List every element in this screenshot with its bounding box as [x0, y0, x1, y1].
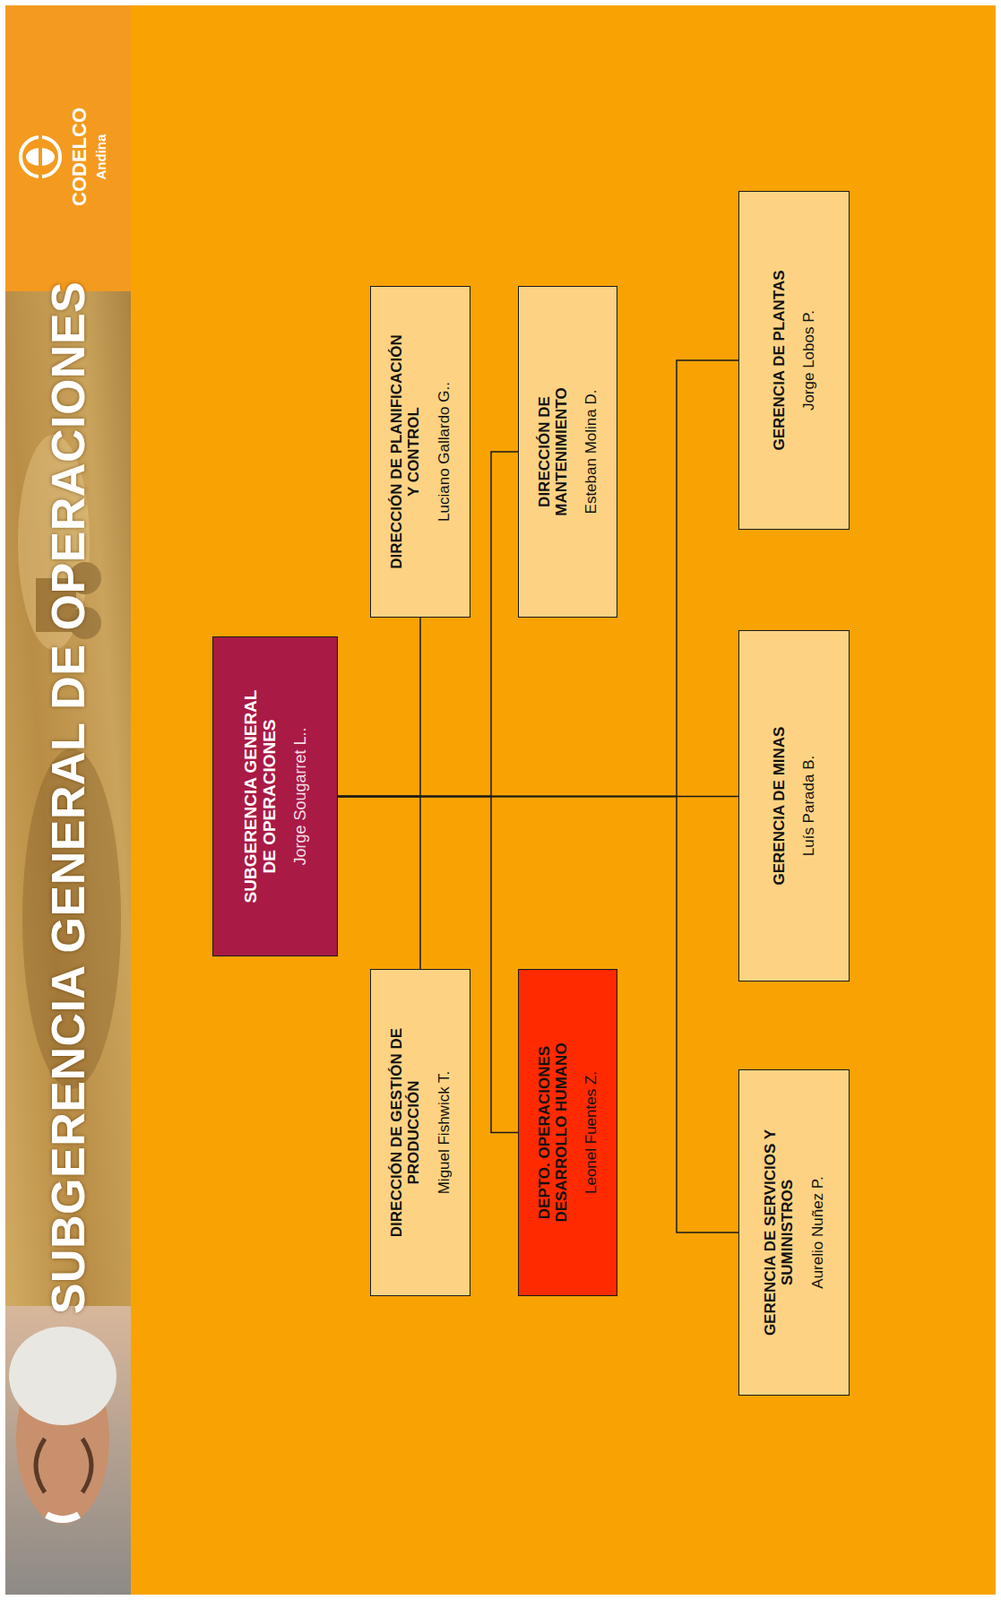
worker-photo — [5, 1305, 131, 1595]
unit-name: DIRECCIÓN DE GESTIÓN DE PRODUCCIÓN — [388, 998, 423, 1268]
unit-name: DEPTO. OPERACIONES DESARROLLO HUMANO — [535, 1026, 570, 1238]
person-name: Esteban Molina D. — [582, 389, 600, 515]
direction-box: DIRECCIÓN DE GESTIÓN DE PRODUCCIÓN Miguel… — [370, 968, 471, 1296]
worker-face — [8, 1326, 117, 1524]
management-box: GERENCIA DE MINAS Luís Parada B. — [738, 629, 850, 982]
person-name: Leonel Fuentes Z. — [582, 1070, 600, 1194]
person-name: Aurelio Nuñez P. — [809, 1175, 827, 1288]
person-name: Luciano Gallardo G.. — [435, 381, 453, 522]
management-box: GERENCIA DE SERVICIOS Y SUMINISTROS Aurel… — [738, 1069, 850, 1396]
org-connector — [337, 617, 421, 797]
management-box: GERENCIA DE PLANTAS Jorge Lobos P. — [738, 190, 850, 530]
head-box: SUBGERENCIA GENERAL DE OPERACIONES Jorge … — [212, 636, 338, 957]
unit-name: GERENCIA DE MINAS — [770, 726, 788, 886]
direction-box: DIRECCIÓN DE MANTENIMIENTO Esteban Molina… — [517, 285, 618, 618]
logo-text: Andina — [93, 134, 109, 181]
unit-name: DIRECCIÓN DE MANTENIMIENTO — [535, 369, 570, 536]
codelco-symbol — [20, 135, 61, 179]
unit-name: DIRECCIÓN DE PLANIFICACIÓN Y CONTROL — [388, 333, 423, 571]
unit-name: SUBGERENCIA GENERAL DE OPERACIONES — [241, 684, 280, 909]
photo-strip — [5, 5, 131, 1595]
direction-box: DIRECCIÓN DE PLANIFICACIÓN Y CONTROL Luci… — [370, 285, 471, 618]
person-name: Miguel Fishwick T. — [435, 1070, 453, 1195]
person-name: Jorge Sougarret L.. — [291, 726, 310, 865]
logo-text: CODELCO — [68, 107, 92, 207]
orange-ground — [5, 5, 996, 1595]
person-name: Jorge Lobos P. — [800, 310, 818, 411]
unit-name: GERENCIA DE SERVICIOS Y SUMINISTROS — [761, 1113, 796, 1352]
department-box: DEPTO. OPERACIONES DESARROLLO HUMANO Leon… — [517, 968, 618, 1296]
logo-block — [5, 5, 131, 292]
page-title: SUBGERENCIA GENERAL DE OPERACIONES — [41, 281, 95, 1315]
unit-name: GERENCIA DE PLANTAS — [770, 269, 788, 450]
org-connector — [337, 796, 421, 970]
person-name: Luís Parada B. — [800, 755, 818, 856]
title-band: SUBGERENCIA GENERAL DE OPERACIONES — [5, 294, 131, 1301]
